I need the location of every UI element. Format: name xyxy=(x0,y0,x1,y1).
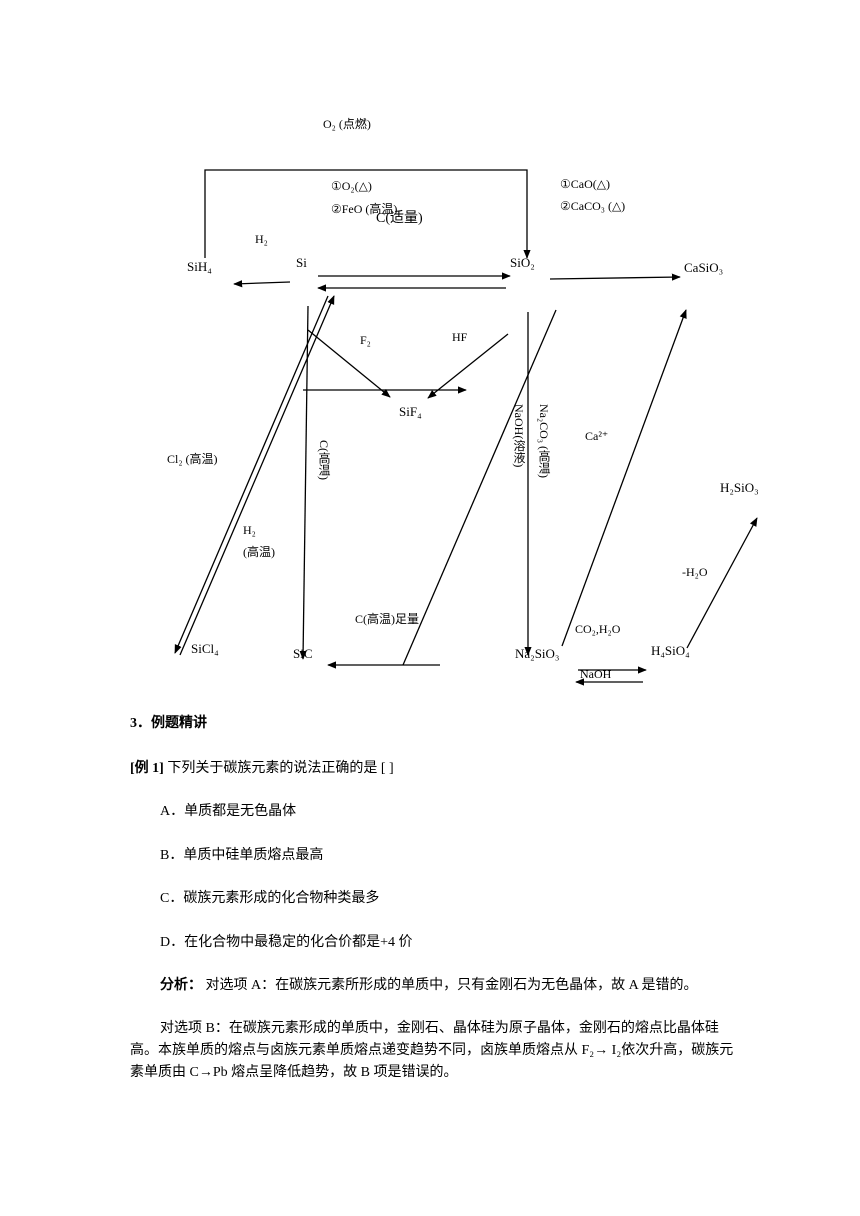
compound-sic: SiC xyxy=(293,646,313,661)
label-cl2-high: Cl₂ (高温) xyxy=(167,452,218,466)
label-ca2: Ca²⁺ xyxy=(585,429,609,443)
label-na2co3-high: Na₂CO₃ (高温) xyxy=(537,404,551,479)
label-cond-c-excess: C(适量) xyxy=(376,211,423,226)
compound-na2sio3: Na₂SiO₃ xyxy=(515,646,560,661)
example-tag: [例 1] xyxy=(130,761,164,776)
label-hf: HF xyxy=(452,330,468,344)
arrow-si-to-sic xyxy=(299,305,309,660)
question-text: 下列关于碳族元素的说法正确的是 [ ] xyxy=(167,761,394,776)
compound-si: Si xyxy=(296,255,307,270)
section-title: 3．例题精讲 xyxy=(130,716,207,731)
label-cond-caco3: ②CaCO₃ (△) xyxy=(560,199,626,213)
arrow-sio2-to-sif4 xyxy=(427,333,509,399)
label-cond-feo: ②FeO (高温) xyxy=(331,202,398,216)
label-high-temp: (高温) xyxy=(243,545,275,559)
analysis-b-paragraph: 对选项 B：在碳族元素形成的单质中，金刚石、晶体硅为原子晶体，金刚石的熔点比晶体… xyxy=(130,1021,734,1080)
label-naoh: NaOH xyxy=(580,667,612,681)
arrow-si-to-sicl4 xyxy=(174,295,329,654)
label-cond-o2: ①O₂(△) xyxy=(331,179,372,193)
option-b: B．单质中硅单质熔点最高 xyxy=(160,848,324,863)
option-d: D．在化合物中最稳定的化合价都是+4 价 xyxy=(160,935,413,950)
label-f2: F₂ xyxy=(360,333,371,347)
arrow-sio2-diagonal xyxy=(402,309,557,666)
silicon-reaction-diagram xyxy=(174,169,758,686)
compound-sicl4: SiCl₄ xyxy=(191,641,219,656)
compound-h4sio4: H₄SiO₄ xyxy=(651,643,690,658)
label-o2-burn: O₂ (点燃) xyxy=(323,117,371,131)
arrow-na2sio3-to-casio3 xyxy=(561,309,687,647)
option-a: A．单质都是无色晶体 xyxy=(160,804,297,819)
arrow-sicl4-to-si xyxy=(179,295,335,656)
arrow-h4sio4-to-h2sio3 xyxy=(686,517,758,649)
compound-sih4: SiH₄ xyxy=(187,259,212,274)
label-c-high-vertical: C(高温) xyxy=(317,440,331,480)
option-c: C．碳族元素形成的化合物种类最多 xyxy=(160,891,380,906)
label-h2-lower: H₂ xyxy=(243,523,256,537)
analysis-a-paragraph: 分析： 对选项 A：在碳族元素所形成的单质中，只有金刚石为无色晶体，故 A 是错… xyxy=(160,975,760,997)
arrow-sih4-to-sio2 xyxy=(204,169,531,259)
compound-h2sio3: H₂SiO₃ xyxy=(720,480,759,495)
label-naoh-solution: NaOH(溶液) xyxy=(512,404,526,468)
arrow-si-to-sih4 xyxy=(233,280,291,288)
analysis-label: 分析： xyxy=(160,978,202,993)
label-minus-h2o: -H₂O xyxy=(682,565,708,579)
label-cond-cao: ①CaO(△) xyxy=(560,177,610,191)
compound-casio3: CaSiO₃ xyxy=(684,260,724,275)
compound-sif4: SiF₄ xyxy=(399,404,422,419)
arrow-sio2-to-casio3 xyxy=(549,273,681,281)
compound-sio2: SiO₂ xyxy=(510,255,535,270)
label-c-high-excess: C(高温)足量 xyxy=(355,612,419,626)
arrow-si-to-sif4 xyxy=(307,329,391,398)
label-h2-top: H₂ xyxy=(255,232,268,246)
label-co2-h2o: CO₂,H₂O xyxy=(575,622,621,636)
analysis-a-text: 对选项 A：在碳族元素所形成的单质中，只有金刚石为无色晶体，故 A 是错的。 xyxy=(205,978,698,993)
example-question: [例 1] 下列关于碳族元素的说法正确的是 [ ] xyxy=(130,758,740,780)
